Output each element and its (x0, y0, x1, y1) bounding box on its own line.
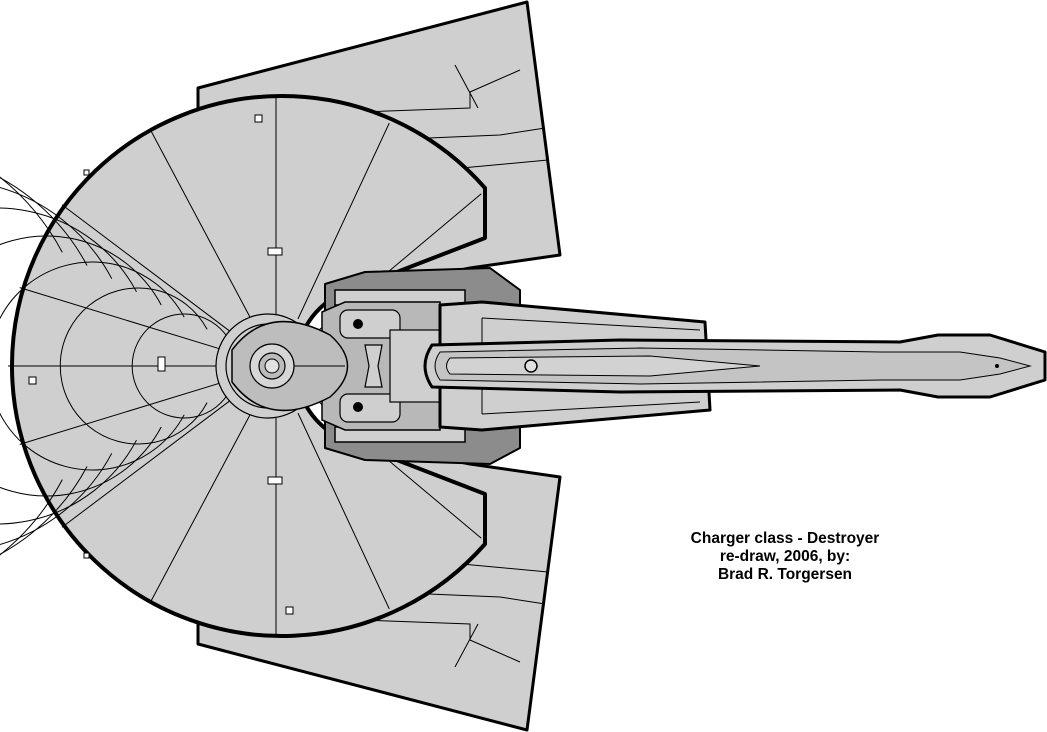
radial-line (297, 412, 390, 610)
bridge-dome (215, 313, 349, 419)
credit-line-title: Charger class - Destroyer (690, 530, 880, 547)
radial-line (61, 204, 235, 336)
radial-line (297, 122, 390, 320)
forward-boom (423, 333, 1047, 399)
radial-line (149, 129, 253, 321)
credit-line-year: re-draw, 2006, by: (719, 548, 851, 565)
radial-line (19, 380, 227, 445)
saucer-hatches (28, 114, 294, 615)
radial-line (61, 396, 235, 528)
radial-line (19, 287, 227, 352)
credit-line-author: Brad R. Torgersen (717, 566, 853, 583)
drawing-credit: Charger class - Destroyer re-draw, 2006,… (640, 530, 930, 584)
saucer-radial-lines (8, 98, 482, 634)
radial-line (149, 411, 253, 603)
deck-ring (0, 207, 137, 525)
deck-ring (0, 235, 162, 497)
